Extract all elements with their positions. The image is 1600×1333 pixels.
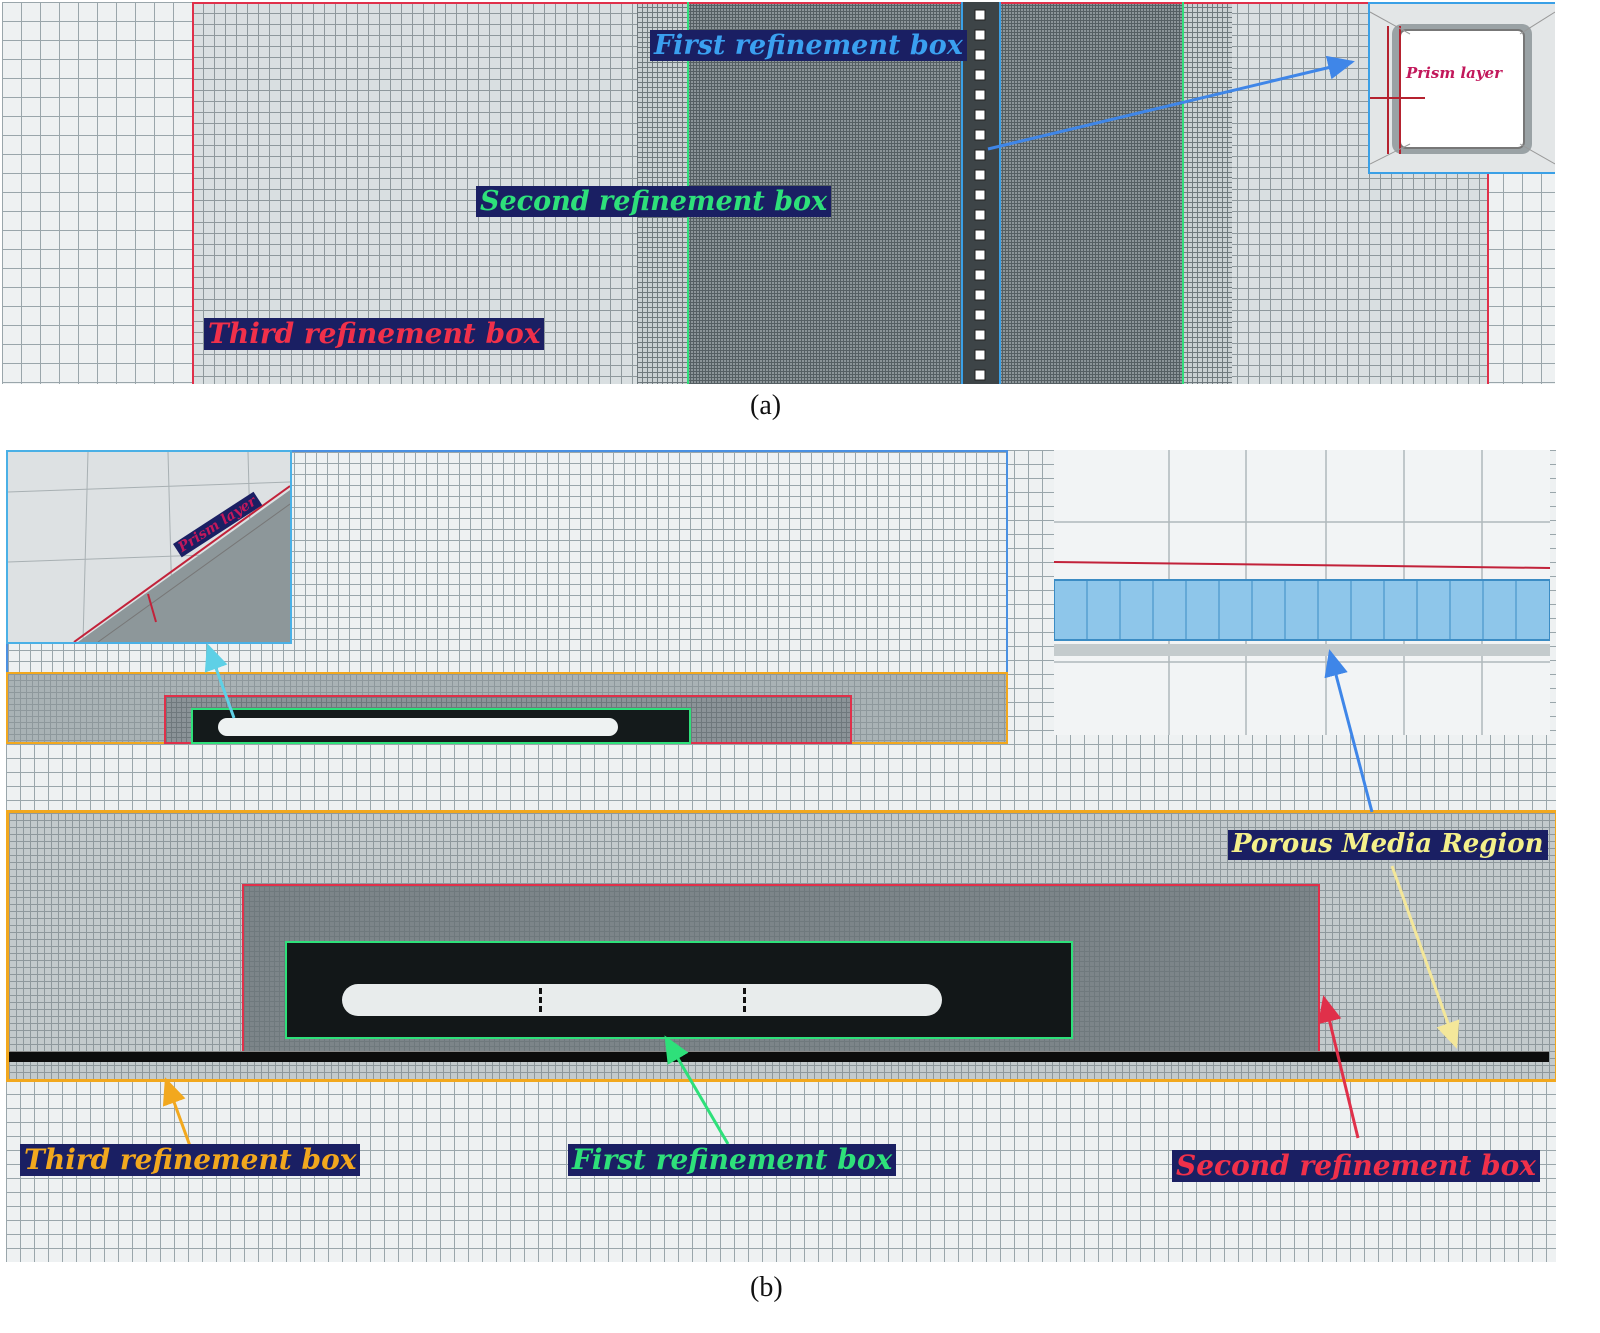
second-refinement-label-b: Second refinement box: [1172, 1149, 1540, 1183]
small-train: [218, 718, 618, 736]
train-joint-1: [539, 988, 545, 1012]
body-strip: [961, 2, 1001, 384]
green-line-right: [1182, 2, 1184, 384]
train-joint-2: [743, 988, 749, 1012]
first-refinement-label-a: First refinement box: [650, 30, 967, 62]
prism-layer-label-a: Prism layer: [1406, 64, 1502, 82]
second-refinement-label-a: Second refinement box: [476, 186, 832, 218]
body-squares: [974, 9, 986, 381]
third-box-outline: [192, 2, 1489, 384]
third-refinement-label-a: Third refinement box: [204, 317, 545, 351]
caption-a: (a): [750, 390, 782, 421]
porous-inset-graphic: [1053, 450, 1551, 735]
arrows-b: [162, 643, 1460, 1147]
prism-inset-b: Prism layer: [6, 450, 292, 644]
arrow-a: [987, 55, 1355, 151]
prism-inset-a-graphic: [1350, 11, 1555, 165]
panel-b-mesh: Prism layer: [6, 450, 1556, 1262]
porous-media-label: Porous Media Region: [1228, 829, 1548, 860]
panel-a-mesh: Prism layer First refinement box Second …: [2, 2, 1555, 384]
train-model: [342, 984, 942, 1016]
porous-inset: [1053, 450, 1551, 735]
prism-inset-b-graphic: [7, 451, 291, 643]
ground-strip: [9, 1051, 1549, 1062]
caption-b: (b): [750, 1272, 783, 1303]
first-refinement-label-b: First refinement box: [568, 1143, 897, 1177]
third-refinement-label-b: Third refinement box: [20, 1143, 361, 1177]
prism-inset-a: Prism layer: [1350, 2, 1555, 174]
